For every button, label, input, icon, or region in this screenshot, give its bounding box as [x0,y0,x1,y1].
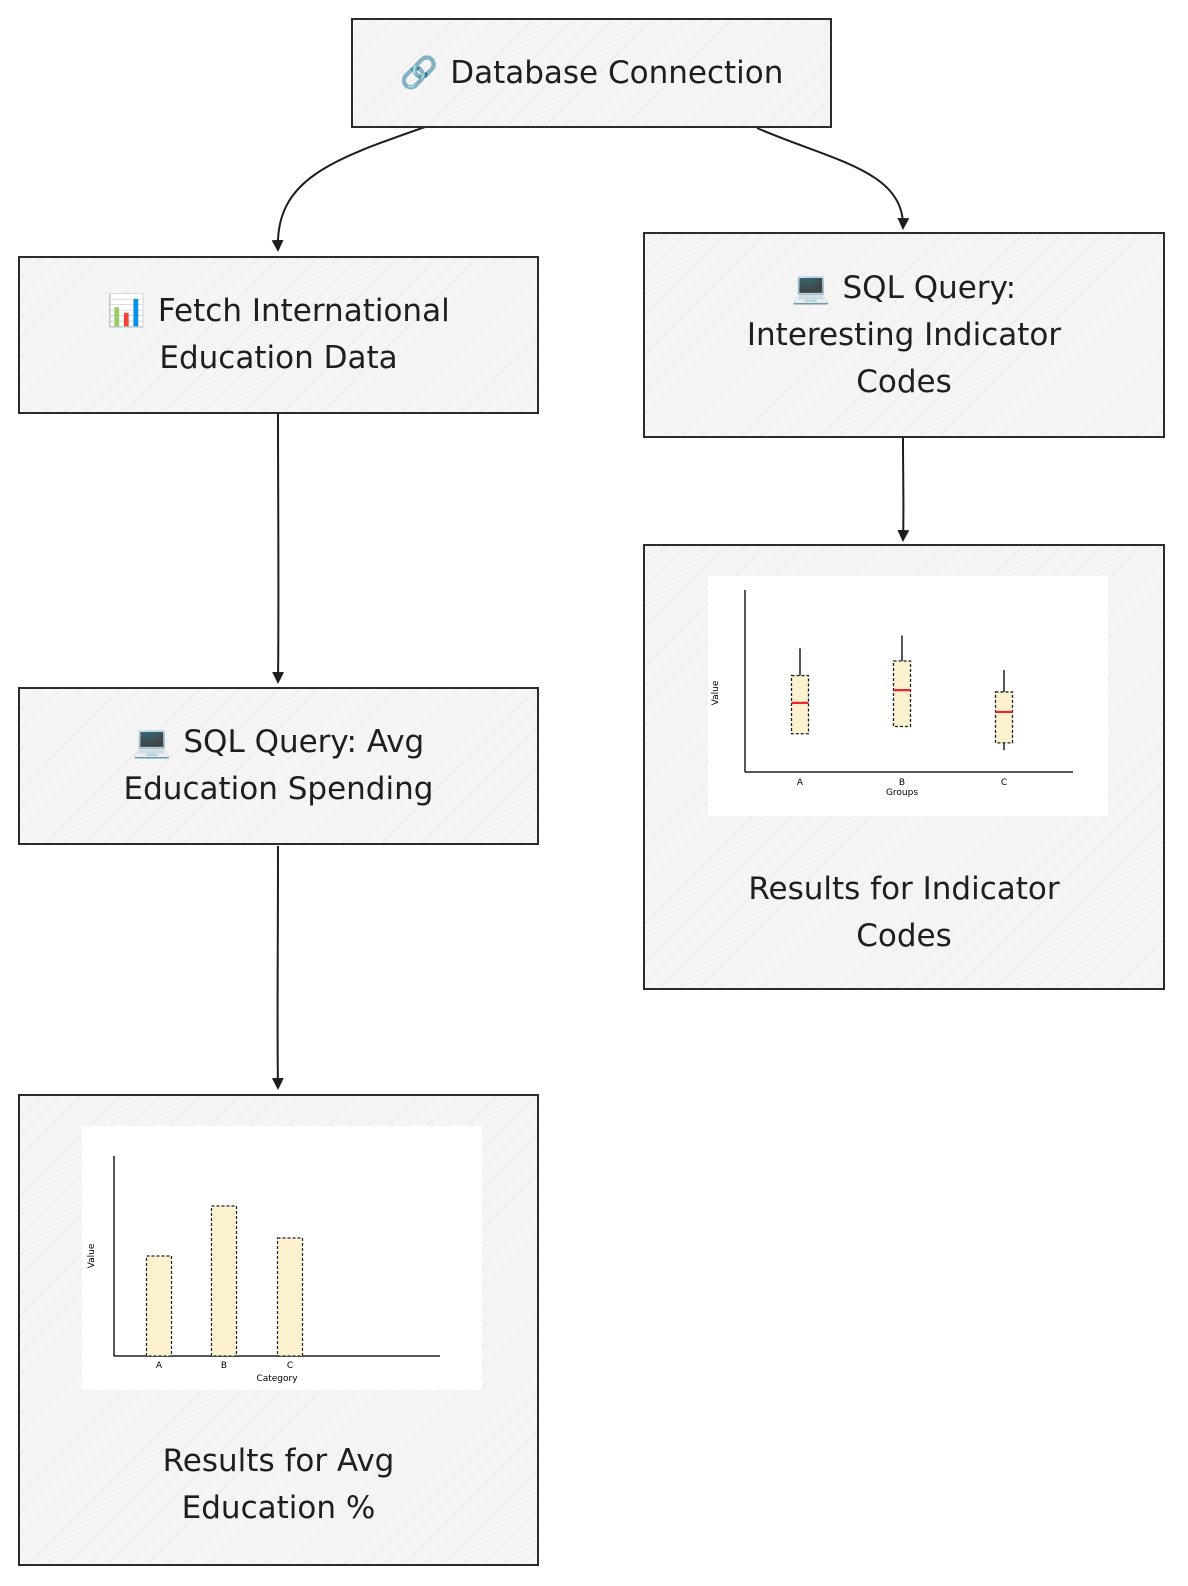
sql-avg-label: 💻 SQL Query: Avg Education Spending [108,719,450,813]
box-a [790,674,810,735]
results-indicator-line1: Results for Indicator [748,871,1060,907]
box-plot-panel: A B C Groups Value [708,576,1108,816]
x-tick-label: A [797,778,804,788]
laptop-icon: 💻 [132,724,172,760]
sql-avg-node[interactable]: 💻 SQL Query: Avg Education Spending [18,687,539,845]
box-plot-chart: A B C Groups Value [711,590,1073,798]
sql-avg-line2: Education Spending [123,771,434,807]
bar-chart: A B C Category Value [87,1156,440,1384]
fetch-data-node[interactable]: 📊 Fetch International Education Data [18,256,539,414]
bar-b [210,1205,238,1357]
fetch-data-line2: Education Data [159,340,398,376]
y-axis-label: Value [87,1243,97,1268]
x-axis-label: Category [256,1374,298,1384]
bar-a [145,1255,173,1357]
x-axis-label: Groups [886,788,918,798]
results-indicator-node[interactable]: A B C Groups Value Results for Indicator Cod… [643,544,1165,990]
link-icon: 🔗 [399,54,439,91]
edge-db-to-sql-indicator [756,127,910,230]
edge-db-to-fetch [271,126,426,252]
sql-indicator-line2: Interesting Indicator [746,316,1062,353]
results-avg-caption: Results for Avg Education % [20,1438,537,1532]
laptop-icon: 💻 [791,269,831,306]
results-indicator-line2: Codes [856,918,952,954]
sql-indicator-line1: SQL Query: [842,269,1017,306]
sql-avg-line1: SQL Query: Avg [183,724,425,760]
box-c [994,691,1014,744]
sql-indicator-node[interactable]: 💻 SQL Query: Interesting Indicator Codes [643,232,1165,438]
sql-indicator-line3: Codes [856,363,952,400]
database-connection-node[interactable]: 🔗 Database Connection [351,18,832,128]
sql-indicator-label: 💻 SQL Query: Interesting Indicator Codes [731,265,1077,406]
results-avg-node[interactable]: A B C Category Value Results for Avg Educati… [18,1094,539,1566]
x-tick-label: B [899,778,905,788]
bar-chart-icon: 📊 [107,293,146,329]
results-avg-line2: Education % [181,1490,376,1526]
x-tick-label: A [156,1361,163,1371]
x-tick-label: C [287,1361,293,1371]
box-b [892,660,912,728]
database-connection-label: 🔗 Database Connection [384,50,800,97]
x-tick-label: B [221,1361,227,1371]
results-indicator-caption: Results for Indicator Codes [645,866,1163,960]
x-tick-label: C [1001,778,1007,788]
database-connection-title: Database Connection [450,54,784,91]
fetch-data-label: 📊 Fetch International Education Data [91,288,465,382]
bar-chart-panel: A B C Category Value [82,1126,482,1390]
results-avg-line1: Results for Avg [162,1443,395,1479]
y-axis-label: Value [711,680,721,705]
fetch-data-line1: Fetch International [157,293,450,329]
bar-c [276,1237,304,1357]
